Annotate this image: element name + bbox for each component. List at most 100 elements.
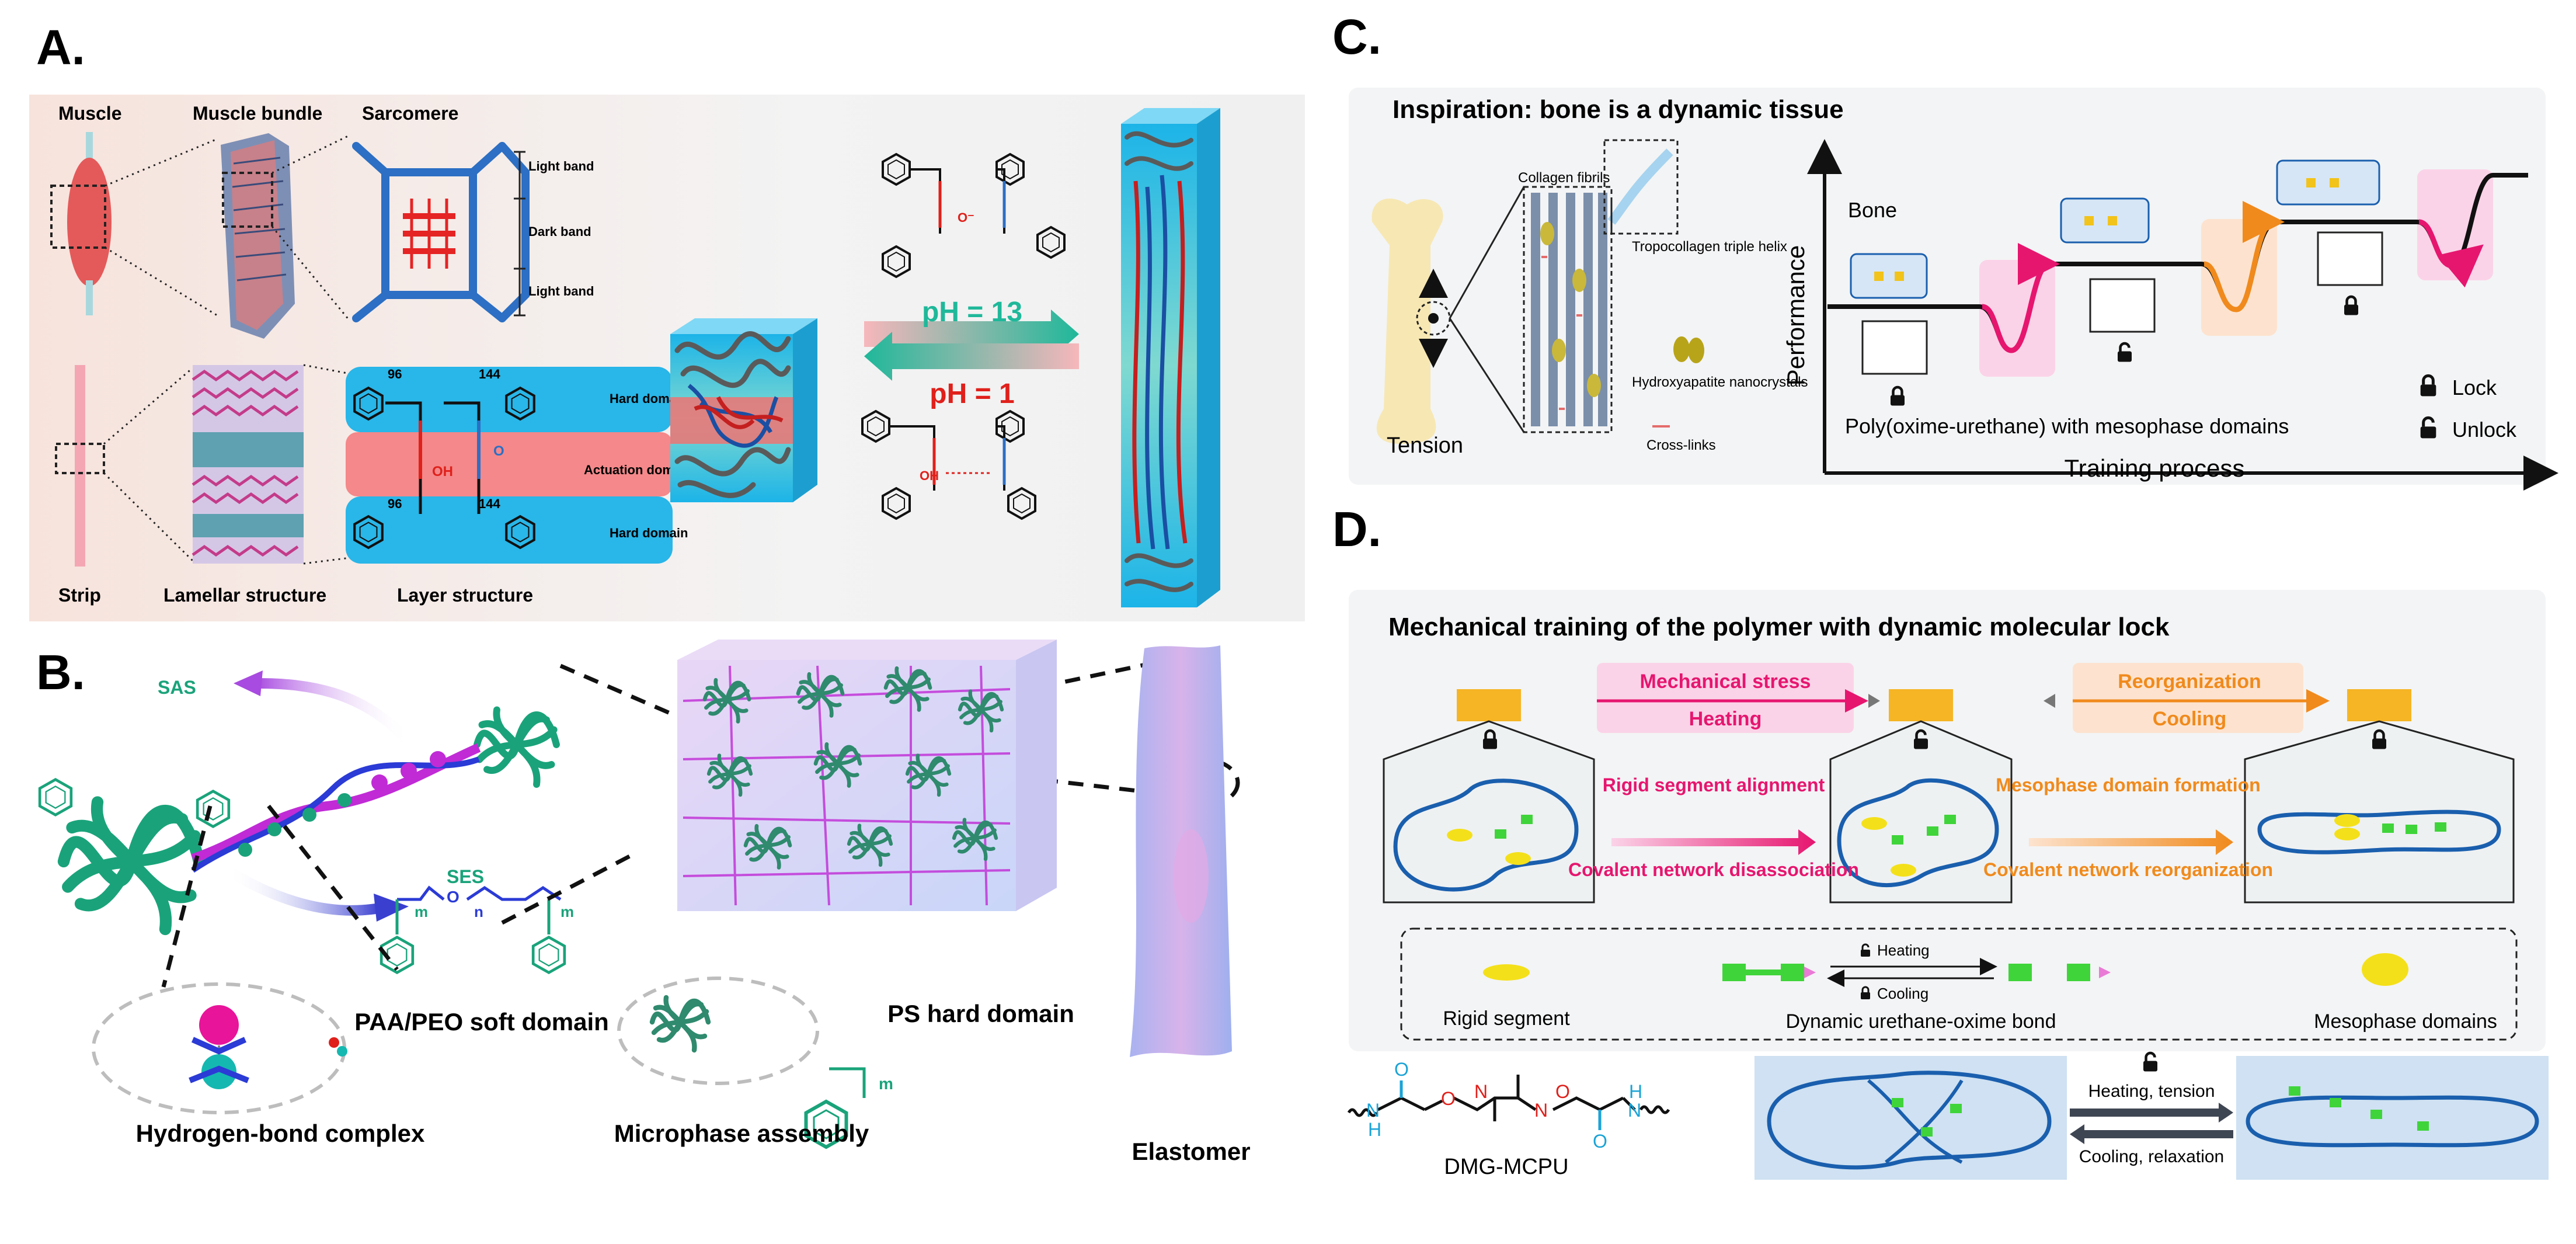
label-strip: Strip	[58, 585, 101, 606]
atom-n-3: N	[1534, 1100, 1548, 1121]
panel-b: B. SAS O SES	[36, 640, 1251, 1165]
label-hard-domain-bottom: Hard domain	[610, 526, 688, 540]
label-microphase: Microphase assembly	[614, 1120, 869, 1147]
mid1-label-bottom: Covalent network disassociation	[1568, 859, 1859, 880]
index-n: n	[474, 903, 483, 920]
mid1-label-top: Rigid segment alignment	[1603, 774, 1825, 795]
chem-name: DMG-MCPU	[1444, 1155, 1568, 1179]
sarcomere-illustration	[352, 142, 530, 322]
polymer-chain	[40, 710, 556, 930]
label-tropocollagen: Tropocollagen triple helix	[1632, 239, 1787, 255]
label-tension: Tension	[1387, 433, 1463, 458]
atom-n-2: N	[1474, 1081, 1488, 1102]
legend-unlock: Unlock	[2452, 418, 2517, 442]
label-paa-peo: PAA/PEO soft domain	[354, 1008, 609, 1035]
index-m-3: m	[879, 1075, 893, 1093]
muscle-illustration	[50, 132, 112, 315]
chem-oh: OH	[432, 464, 453, 479]
mesophase-icon	[2362, 953, 2408, 986]
mid2-label-bottom: Covalent network reorganization	[1983, 859, 2273, 880]
panel-c-background	[1349, 88, 2546, 485]
band-scale	[514, 151, 525, 317]
ps-monomer: m	[806, 1067, 893, 1147]
subscript-3: 96	[388, 496, 402, 511]
lamellar-structure	[192, 365, 304, 564]
ph-chemistry-top	[882, 153, 1066, 278]
label-collagen-fibrils: Collagen fibrils	[1518, 170, 1610, 186]
dmg-mcpu-structure	[1347, 1075, 1670, 1130]
ph-arrow-backward	[864, 332, 1079, 381]
panel-c-letter: C.	[1332, 9, 1381, 64]
label-light-band-top: Light band	[528, 159, 594, 173]
stage1-box	[1597, 663, 1854, 733]
index-m-2: m	[561, 903, 574, 920]
label-hydroxyapatite: Hydroxyapatite nanocrystals	[1632, 374, 1808, 390]
bottom-unlock-icon	[2143, 1053, 2157, 1072]
bottom-forward-label: Heating, tension	[2088, 1082, 2215, 1101]
chart-caption: Poly(oxime-urethane) with mesophase doma…	[1845, 414, 2289, 438]
contracted-column	[670, 318, 817, 502]
stage1-label-bottom: Heating	[1689, 708, 1762, 730]
label-elastomer: Elastomer	[1132, 1138, 1250, 1165]
atom-n-4: N	[1628, 1100, 1641, 1121]
bone-illustration	[1371, 199, 1443, 444]
legend-dynamic-bond: Dynamic urethane-oxime bond	[1785, 1010, 2056, 1033]
network-cube	[677, 640, 1057, 911]
label-bone: Bone	[1848, 198, 1897, 222]
label-layer-structure: Layer structure	[397, 585, 533, 606]
bottom-backward-label: Cooling, relaxation	[2079, 1147, 2224, 1166]
chart-network-insets	[1850, 159, 2383, 375]
subscript-4: 144	[479, 496, 500, 511]
stage1-label-top: Mechanical stress	[1640, 670, 1811, 693]
network-after	[2236, 1056, 2549, 1180]
mid2-label-top: Mesophase domain formation	[1996, 774, 2260, 795]
panel-d-letter: D.	[1332, 502, 1381, 557]
label-lamellar-structure: Lamellar structure	[163, 585, 326, 606]
atom-h-2: H	[1629, 1081, 1642, 1102]
index-m-1: m	[415, 903, 428, 920]
atom-h-1: H	[1368, 1119, 1381, 1140]
rigid-segment-icon	[1483, 964, 1530, 981]
state-houses	[1383, 720, 2515, 904]
sample-clamps	[1457, 689, 2411, 721]
label-sas: SAS	[158, 677, 196, 698]
network-states	[1393, 778, 2501, 892]
layer-chemistry	[354, 388, 534, 548]
chem-carboxylate: O⁻	[958, 210, 974, 225]
y-axis-label: Performance	[1782, 245, 1809, 385]
atom-o-3: O	[1555, 1081, 1570, 1102]
muscle-bundle-illustration	[221, 133, 295, 339]
legend-rigid-segment: Rigid segment	[1443, 1007, 1570, 1030]
label-muscle: Muscle	[58, 103, 121, 124]
chem-oh-bottom: OH	[920, 468, 939, 483]
label-cross-links: Cross-links	[1646, 437, 1716, 453]
legend-lock: Lock	[2452, 376, 2497, 399]
label-ph-1: pH = 1	[930, 378, 1014, 409]
collagen-fibrils	[1523, 186, 1613, 433]
extended-column	[1121, 108, 1220, 607]
atom-n-1: N	[1366, 1100, 1380, 1121]
label-ses: SES	[447, 866, 484, 887]
chem-o: O	[493, 443, 504, 459]
blue-arrow-head	[374, 894, 409, 922]
label-ps-hard: PS hard domain	[887, 1000, 1074, 1027]
stage2-box	[2073, 663, 2303, 733]
panel-a: A. Muscle Muscle bundle Sarcomere	[29, 20, 1305, 621]
layer-structure	[346, 367, 673, 564]
bond-heating: Heating	[1877, 941, 1930, 959]
label-sarcomere: Sarcomere	[362, 103, 458, 124]
sas-arrow-head	[234, 670, 263, 696]
subscript-2: 144	[479, 367, 500, 381]
panel-d-title: Mechanical training of the polymer with …	[1388, 613, 2170, 641]
subscript-1: 96	[388, 367, 402, 381]
bond-cooling: Cooling	[1877, 985, 1928, 1002]
label-hbond-complex: Hydrogen-bond complex	[136, 1120, 425, 1147]
stage2-label-bottom: Cooling	[2153, 708, 2227, 730]
label-light-band-bottom: Light band	[528, 284, 594, 298]
panel-a-letter: A.	[36, 20, 85, 75]
stage2-label-top: Reorganization	[2118, 670, 2261, 693]
strip-illustration	[75, 365, 85, 567]
label-muscle-bundle: Muscle bundle	[193, 103, 322, 124]
atom-o-4: O	[1593, 1131, 1607, 1152]
